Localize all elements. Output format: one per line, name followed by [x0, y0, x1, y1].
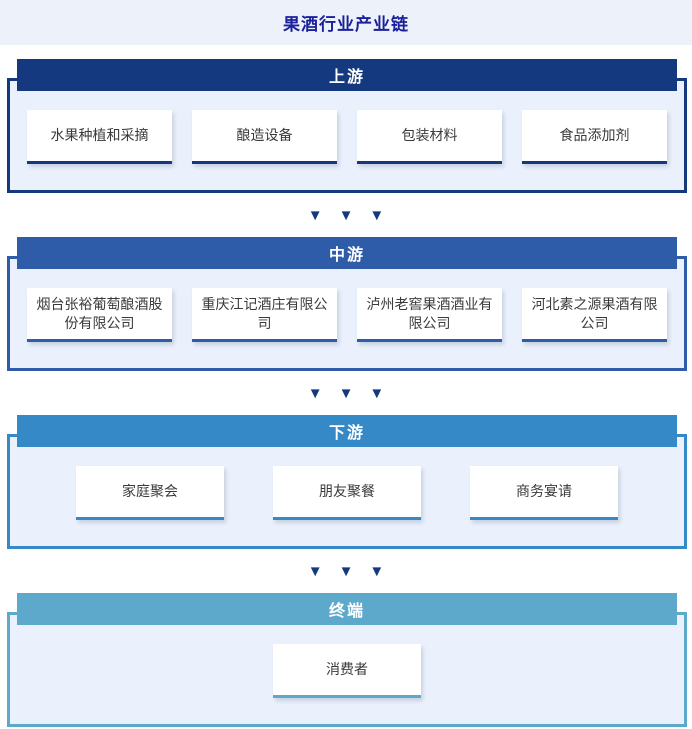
chain-item-card: 消费者: [273, 644, 421, 698]
down-arrow-icon: ▼: [338, 384, 354, 402]
chain-item-card: 朋友聚餐: [273, 466, 421, 520]
down-arrow-icon: ▼: [307, 206, 323, 224]
page-title: 果酒行业产业链: [283, 15, 409, 34]
card-row-midstream: 烟台张裕葡萄酿酒股份有限公司重庆江记酒庄有限公司泸州老窖果酒酒业有限公司河北素之…: [27, 288, 667, 342]
flow-arrows: ▼ ▼ ▼: [0, 193, 692, 237]
chain-item-card: 水果种植和采摘: [27, 110, 172, 164]
down-arrow-icon: ▼: [338, 206, 354, 224]
flow-arrows: ▼ ▼ ▼: [0, 549, 692, 593]
section-terminal: 终端 消费者: [7, 593, 687, 727]
chain-item-card: 酿造设备: [192, 110, 337, 164]
down-arrow-icon: ▼: [369, 206, 385, 224]
chain-item-card: 家庭聚会: [76, 466, 224, 520]
section-body-downstream: 家庭聚会朋友聚餐商务宴请: [7, 434, 687, 549]
chain-item-card: 商务宴请: [470, 466, 618, 520]
card-row-downstream: 家庭聚会朋友聚餐商务宴请: [27, 466, 667, 520]
section-header-upstream: 上游: [17, 59, 677, 91]
section-body-midstream: 烟台张裕葡萄酿酒股份有限公司重庆江记酒庄有限公司泸州老窖果酒酒业有限公司河北素之…: [7, 256, 687, 371]
industry-chain-diagram: 上游 水果种植和采摘酿造设备包装材料食品添加剂 ▼ ▼ ▼ 中游 烟台张裕葡萄酿…: [0, 45, 692, 727]
section-header-midstream: 中游: [17, 237, 677, 269]
chain-item-card: 泸州老窖果酒酒业有限公司: [357, 288, 502, 342]
card-row-terminal: 消费者: [27, 644, 667, 698]
down-arrow-icon: ▼: [338, 562, 354, 580]
section-body-terminal: 消费者: [7, 612, 687, 727]
chain-item-card: 重庆江记酒庄有限公司: [192, 288, 337, 342]
down-arrow-icon: ▼: [307, 384, 323, 402]
down-arrow-icon: ▼: [307, 562, 323, 580]
down-arrow-icon: ▼: [369, 384, 385, 402]
card-row-upstream: 水果种植和采摘酿造设备包装材料食品添加剂: [27, 110, 667, 164]
chain-item-card: 食品添加剂: [522, 110, 667, 164]
flow-arrows: ▼ ▼ ▼: [0, 371, 692, 415]
title-bar: 果酒行业产业链: [0, 0, 692, 45]
section-upstream: 上游 水果种植和采摘酿造设备包装材料食品添加剂: [7, 59, 687, 193]
down-arrow-icon: ▼: [369, 562, 385, 580]
section-header-downstream: 下游: [17, 415, 677, 447]
section-midstream: 中游 烟台张裕葡萄酿酒股份有限公司重庆江记酒庄有限公司泸州老窖果酒酒业有限公司河…: [7, 237, 687, 371]
chain-item-card: 烟台张裕葡萄酿酒股份有限公司: [27, 288, 172, 342]
section-body-upstream: 水果种植和采摘酿造设备包装材料食品添加剂: [7, 78, 687, 193]
chain-item-card: 包装材料: [357, 110, 502, 164]
section-downstream: 下游 家庭聚会朋友聚餐商务宴请: [7, 415, 687, 549]
section-header-terminal: 终端: [17, 593, 677, 625]
chain-item-card: 河北素之源果酒有限公司: [522, 288, 667, 342]
